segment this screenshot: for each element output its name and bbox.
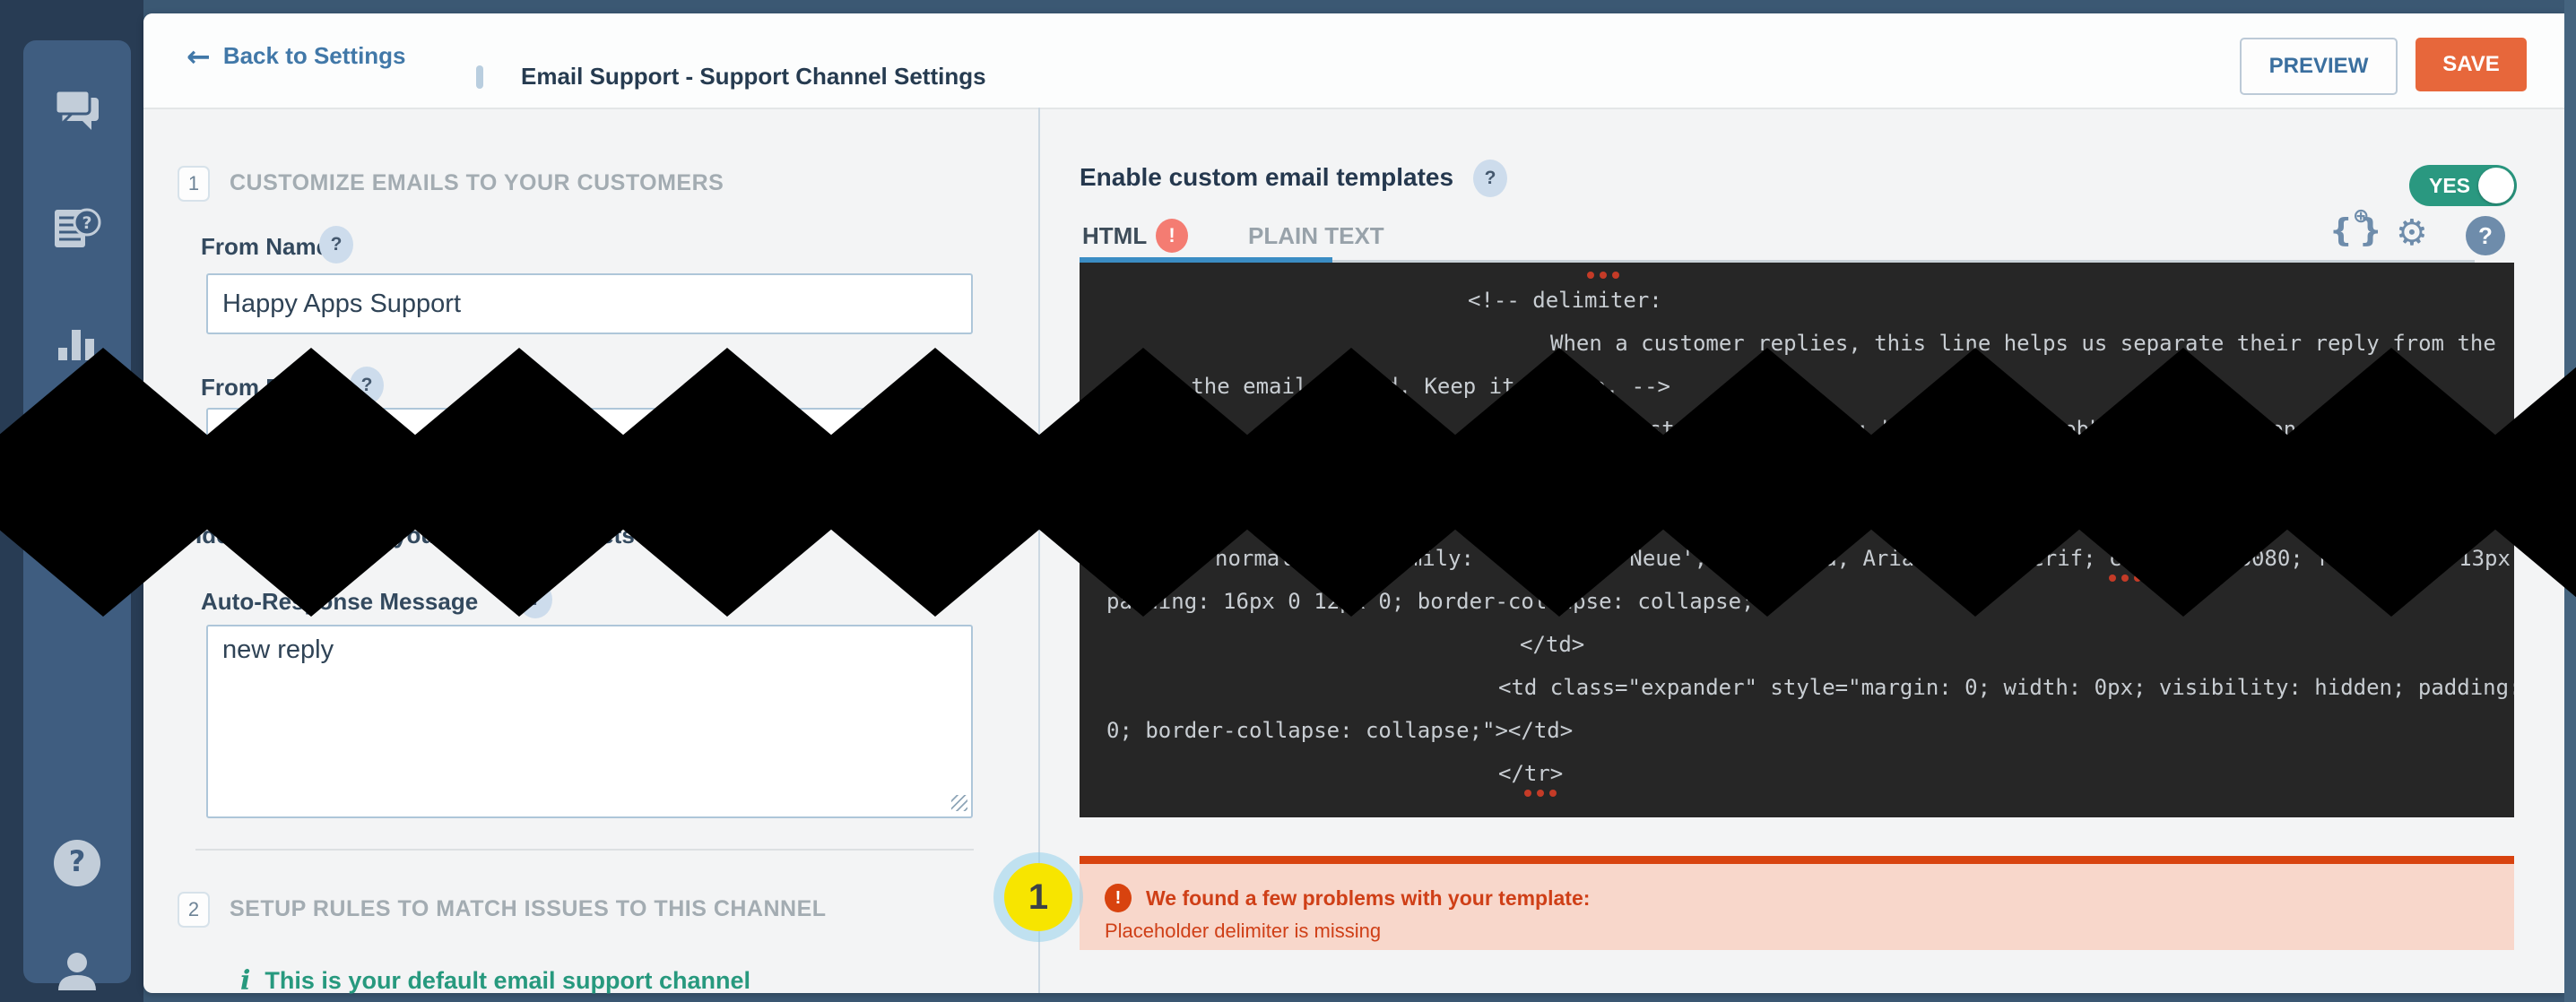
from-name-input[interactable] <box>206 273 973 334</box>
code-line: <table class="row" style="border-spacing… <box>1384 460 2330 485</box>
template-error-box: ! We found a few problems with your temp… <box>1080 856 2514 950</box>
tab-plain-text[interactable]: PLAIN TEXT <box>1248 222 1384 249</box>
html-template-editor[interactable]: <!-- delimiter: When a customer replies,… <box>1080 263 2514 817</box>
section-1-number: 1 <box>178 166 210 202</box>
enable-templates-heading: Enable custom email templates <box>1080 163 1454 191</box>
topbar: ← Back to Settings Email Support - Suppo… <box>143 13 2564 109</box>
spellcheck-squiggle <box>1587 272 1594 279</box>
page-title: Email Support - Support Channel Settings <box>521 63 986 90</box>
enable-templates-help-badge[interactable]: ? <box>1473 160 1507 197</box>
preview-button[interactable]: PREVIEW <box>2240 38 2398 95</box>
auto-response-label: Auto-Response Message <box>201 588 479 615</box>
code-line: <td style="word-wrap: break-word; -webki… <box>1597 417 2349 442</box>
section-1-title: CUSTOMIZE EMAILS TO YOUR CUSTOMERS <box>230 170 724 195</box>
code-line: of the email thread. Keep it at top. --> <box>1152 374 1670 399</box>
sidebar-panel: ? ? <box>23 40 131 990</box>
tab-row-border <box>1332 260 2475 263</box>
resize-handle-icon[interactable] <box>951 795 967 811</box>
editor-help-icon[interactable]: ? <box>2466 216 2505 255</box>
toggle-knob <box>2478 168 2514 203</box>
section-2-number: 2 <box>178 892 210 928</box>
auto-response-wrap: new reply <box>206 625 973 818</box>
window-frame <box>2564 0 2576 1002</box>
enable-templates-toggle[interactable]: YES <box>2409 165 2517 206</box>
code-line: When a customer replies, this line helps… <box>1550 331 2496 356</box>
svg-text:?: ? <box>82 213 91 233</box>
from-email-help-badge[interactable]: ? <box>350 367 384 404</box>
breadcrumb-separator <box>476 65 483 89</box>
error-icon: ! <box>1105 884 1132 912</box>
from-email-input[interactable] <box>206 408 973 488</box>
tab-html[interactable]: HTML <box>1082 222 1148 249</box>
insert-placeholder-icon[interactable]: { }⊕ <box>2329 205 2382 249</box>
main-card: ← Back to Settings Email Support - Suppo… <box>143 13 2564 997</box>
code-line: <td class="expander" style="margin: 0; w… <box>1498 675 2514 700</box>
default-channel-note: i This is your default email support cha… <box>240 965 750 997</box>
back-to-settings-link[interactable]: ← Back to Settings <box>186 39 406 73</box>
html-error-badge: ! <box>1156 219 1188 253</box>
svg-text:?: ? <box>69 844 86 878</box>
auto-response-help-badge[interactable]: ? <box>518 581 552 618</box>
code-line: </td> <box>1520 632 1585 657</box>
code-line: 0; border-collapse: collapse;"></td> <box>1106 718 1574 743</box>
error-box-title: We found a few problems with your templa… <box>1146 885 1591 910</box>
gear-icon[interactable]: ⚙ <box>2396 212 2428 254</box>
toggle-state-label: YES <box>2429 174 2471 197</box>
left-panel-divider <box>195 849 974 851</box>
auto-response-textarea[interactable]: new reply <box>206 625 973 818</box>
info-icon: i <box>240 965 251 997</box>
default-channel-note-text: This is your default email support chann… <box>265 967 751 994</box>
redacted-note: Identify agents in your replies to ticke… <box>195 522 635 549</box>
from-email-label: From Email <box>201 374 328 401</box>
code-line: normal; font-family: 'Helvetica Neue', H… <box>1215 546 2514 571</box>
reports-icon[interactable] <box>23 316 131 370</box>
back-label: Back to Settings <box>222 42 406 69</box>
from-name-label: From Name <box>201 233 330 260</box>
panel-divider <box>1038 108 1040 993</box>
save-button[interactable]: SAVE <box>2416 38 2527 91</box>
account-icon[interactable] <box>23 946 131 999</box>
annotation-step-badge: 1 <box>1004 863 1072 931</box>
plus-icon: ⊕ <box>2353 205 2370 228</box>
active-tab-underline <box>1080 257 1332 263</box>
sidebar: ? ? <box>0 0 143 1002</box>
spellcheck-squiggle <box>2109 574 2116 582</box>
code-line: <!-- delimiter: <box>1468 288 1662 313</box>
code-line: padding: 16px 0 12px 0; border-collapse:… <box>1106 589 1781 614</box>
section-2-title: SETUP RULES TO MATCH ISSUES TO THIS CHAN… <box>230 896 827 921</box>
error-box-item: Placeholder delimiter is missing <box>1105 920 1382 942</box>
help-icon[interactable]: ? <box>23 836 131 890</box>
conversations-icon[interactable] <box>23 85 131 139</box>
code-line: <tr style="padding: 0; vertical-align: t… <box>1384 503 2201 528</box>
knowledge-base-icon[interactable]: ? <box>23 202 131 255</box>
back-arrow-icon: ← <box>186 39 211 73</box>
from-name-help-badge[interactable]: ? <box>319 226 353 263</box>
spellcheck-squiggle <box>1524 790 1531 797</box>
code-line: </tr> <box>1498 761 1564 786</box>
